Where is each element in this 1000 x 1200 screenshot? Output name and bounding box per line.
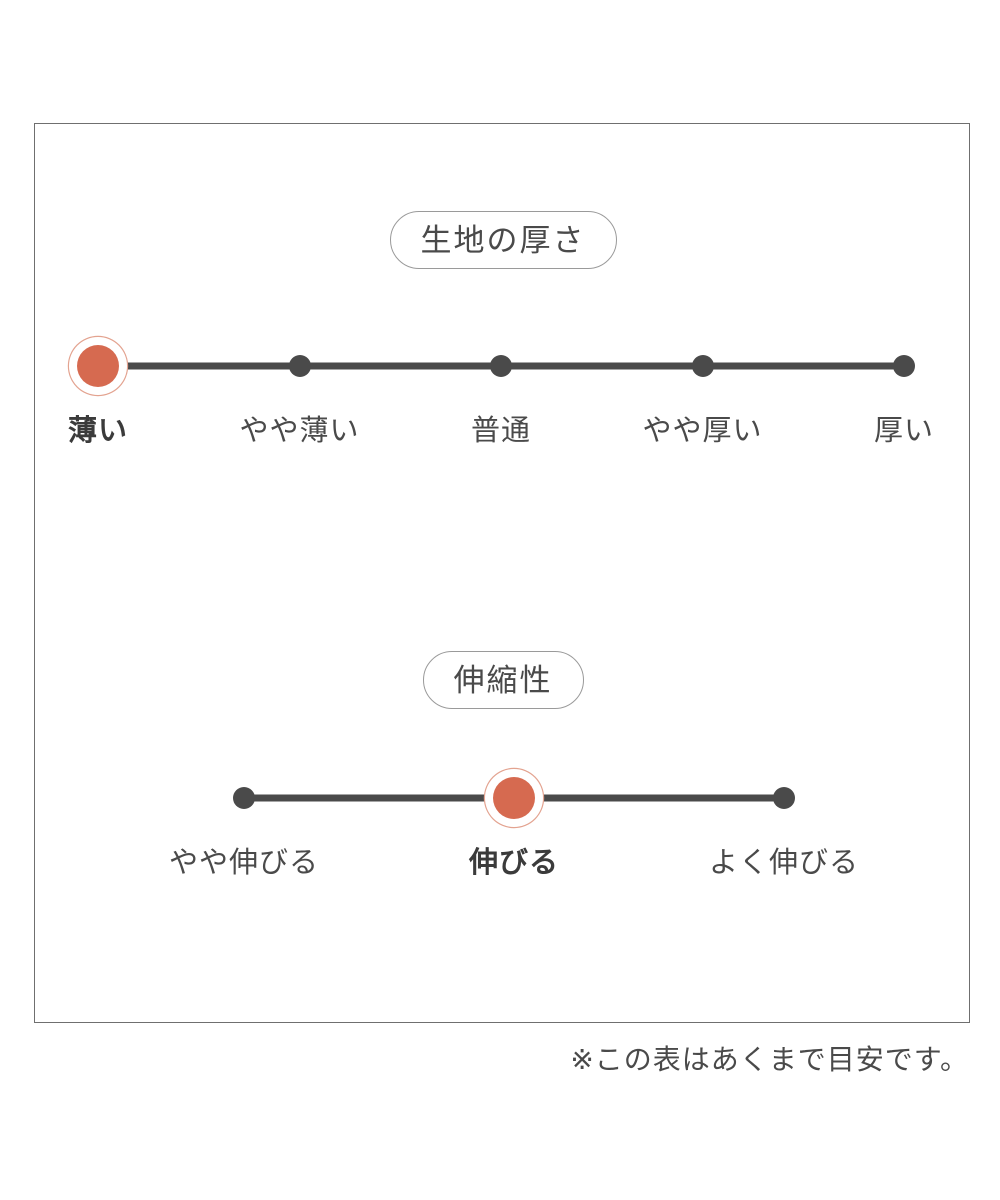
scale-dot-selected[interactable] [493,777,535,819]
scale-label: やや厚い [642,415,763,447]
scale-label: やや薄い [239,415,360,447]
spec-card: 生地の厚さ 薄い やや薄い 普通 やや厚い 厚い 伸縮性 やや伸びる 伸びる よく伸びる [34,123,970,1023]
scale-label: 普通 [470,415,532,447]
scale-dot[interactable] [893,355,915,377]
footer-disclaimer-note: ※この表はあくまで目安です。 [570,1044,969,1075]
scale-thickness: 薄い やや薄い 普通 やや厚い 厚い [35,344,971,464]
scale-stretch: やや伸びる 伸びる よく伸びる [35,776,971,896]
scale-dot[interactable] [490,355,512,377]
scale-dot-selected[interactable] [77,345,119,387]
scale-labels-thickness: 薄い やや薄い 普通 やや厚い 厚い [35,414,971,464]
scale-label: よく伸びる [708,847,860,879]
badge-row-stretch: 伸縮性 [35,650,971,710]
scale-track-stretch [35,776,971,820]
section-title-badge-thickness: 生地の厚さ [389,211,617,269]
section-thickness: 生地の厚さ 薄い やや薄い 普通 やや厚い 厚い [35,124,971,464]
section-title-badge-stretch: 伸縮性 [422,651,584,709]
scale-label: 伸びる [468,847,560,879]
scale-track-thickness [35,344,971,388]
scale-dot[interactable] [691,355,714,377]
scale-labels-stretch: やや伸びる 伸びる よく伸びる [35,846,971,896]
scale-dot[interactable] [233,787,255,809]
scale-label: やや伸びる [168,847,320,879]
scale-label: 厚い [873,415,935,447]
scale-label: 薄い [67,415,129,447]
scale-dot[interactable] [288,355,311,377]
badge-row-thickness: 生地の厚さ [35,210,971,270]
scale-dot[interactable] [773,787,795,809]
section-stretch: 伸縮性 やや伸びる 伸びる よく伸びる [35,554,971,896]
